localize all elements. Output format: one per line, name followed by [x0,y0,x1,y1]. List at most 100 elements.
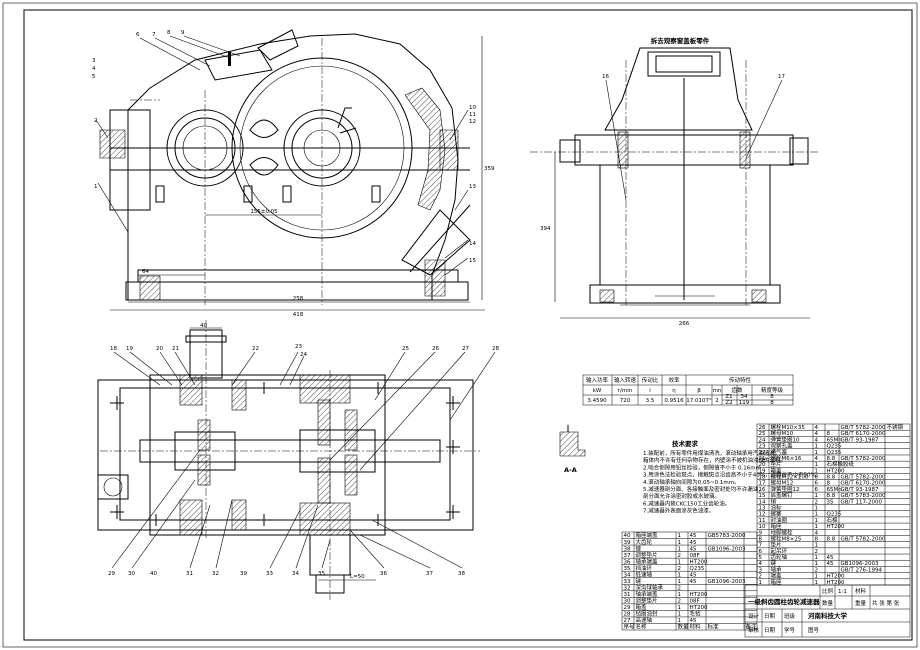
bom-left-cell: 调整垫片 [636,597,658,605]
bom-right-cell: Q235 [827,512,842,518]
bom-right-cell: 不锈钢 [887,423,904,431]
bom-left-cell: GB5783-2000 [708,533,747,539]
part-label-9: 9 [181,30,185,36]
bom-right-cell: 2 [815,567,819,573]
bom-right-cell: 1 [815,543,819,549]
bom-left-cell: 键 [636,577,642,585]
dim-side-height: 394 [540,226,551,232]
part-label-1: 1 [94,184,98,190]
bom-right-cell: 26 [759,425,766,431]
svg-text:720: 720 [620,398,631,404]
bom-right-cell: 弹簧垫圈12 [771,485,800,493]
bom-right-cell: 销 [771,497,777,505]
svg-text:r/min: r/min [618,388,633,394]
bom-left-cell: 箱座端盖 [636,531,659,539]
bom-right-cell: Q235 [827,444,842,450]
part-label-10: 10 [469,105,476,111]
svg-text:班级: 班级 [784,612,796,620]
part-label-34: 34 [292,571,299,577]
bom-left-cell: HT200 [690,605,708,611]
bom-right-cell: 螺栓M6×16 [771,454,802,462]
part-label-25: 25 [402,346,409,352]
inner-border [23,9,913,641]
svg-text:齿数: 齿数 [731,386,743,394]
bom-right-cell: 22 [759,450,766,456]
bom-right-cell: 箱座 [771,522,783,530]
bom-right-cell: GB/T 117-2000 [841,499,883,505]
bom-right-cell: 8.8 [827,536,836,542]
bom-left-cell: 2 [678,553,682,559]
bom-left-header-cell: 标准 [708,623,720,631]
part-label-17: 17 [778,74,785,80]
bom-right-cell: GB/T 5782-2000 [841,425,886,431]
bom-right-cell: GB/T 93-1987 [841,437,879,443]
svg-text:η: η [672,388,676,394]
part-label-7: 7 [152,32,156,38]
bom-right-cell: 1 [815,505,819,511]
bom-right-cell: 4 [815,425,819,431]
part-label-30: 30 [128,571,135,577]
bom-right-cell: 键 [771,559,777,567]
bom-left-cell: 34 [624,572,631,578]
bom-right-cell: GB/T 5782-2000 [841,475,886,481]
bom-right-cell: 65Mn [827,487,843,493]
svg-text:传动特性: 传动特性 [729,376,752,384]
bom-right-cell: 8 [827,481,831,487]
bom-right-cell: 1 [815,512,819,518]
bom-left-cell: 45 [690,572,697,578]
svg-text:0.9516: 0.9516 [664,398,684,404]
bom-right-cell: 6 [815,475,819,481]
bom-right-cell: 弹簧垫圈10 [771,435,800,443]
part-label-23: 23 [295,344,302,350]
svg-text:日期: 日期 [764,613,776,620]
part-label-5: 5 [92,74,96,80]
bom-right-cell: 4 [815,456,819,462]
bom-left-cell: 45 [690,618,697,624]
bom-left-cell: 1 [678,559,682,565]
bom-right-cell: 18 [759,475,766,481]
svg-text:17.0107°: 17.0107° [686,398,712,404]
svg-text:34: 34 [741,394,748,400]
bom-left-cell: 高速轴 [636,616,653,624]
bom-right-cell: 启盖螺钉 [771,491,794,499]
svg-text:日期: 日期 [764,627,776,634]
bom-left-cell: Q235 [690,566,705,572]
part-label-26: 26 [432,346,439,352]
bom-right-cell: GB1096-2003 [841,561,880,567]
bom-right-cell: 6 [815,481,819,487]
tech-req-line: 1.装配前，所有零件用煤油清洗，滚动轴承用汽油清洗， [643,449,780,457]
bom-left-cell: HT200 [690,559,708,565]
bom-left-cell: 39 [624,540,631,546]
svg-text:β: β [697,388,701,394]
bom-right-cell: 21 [759,456,766,462]
part-label-13: 13 [469,184,476,190]
part-label-27: 27 [462,346,469,352]
bom-right-cell: 1 [815,580,819,586]
part-label-19: 19 [126,346,133,352]
tech-req-line: 6.减速器内装CKC150工业齿轮油。 [643,499,730,507]
bom-right-cell: 1 [815,444,819,450]
bom-right-cell: 2 [815,549,819,555]
bom-right-cell: 8.8 [827,475,836,481]
bom-right-cell: 封油圈 [771,516,788,524]
part-label-18: 18 [110,346,117,352]
bom-right-cell: 螺塞 [771,510,783,518]
bom-left-cell: 毡圈油封 [636,610,659,618]
part-label-31: 31 [186,571,193,577]
part-label-32: 32 [212,571,219,577]
bom-left-cell: 轴承端盖 [636,590,659,598]
bom-right-cell: GB/T 5783-2000 [841,493,886,499]
bom-right-cell: 23 [759,444,766,450]
bom-left-header-cell: 备注 [746,623,758,631]
bom-left-cell: 1 [678,605,682,611]
part-label-20: 20 [156,346,163,352]
part-label-39: 39 [240,571,247,577]
bom-right-cell: GB/T 5782-2000 [841,536,886,542]
svg-text:输入功率: 输入功率 [586,376,609,384]
bom-left-cell: 1 [678,579,682,585]
section-label: A-A [564,466,577,474]
bom-right-cell: 箱座 [771,578,783,586]
bom-right-cell: 65Mn [827,437,843,443]
